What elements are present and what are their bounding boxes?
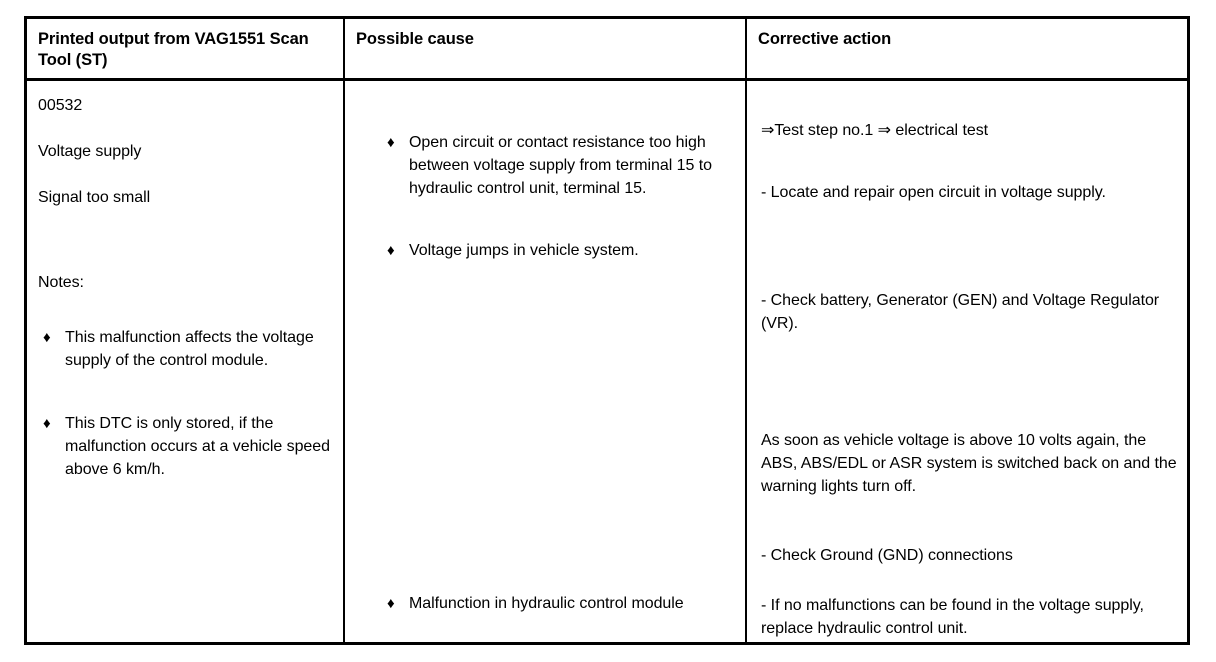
action-item: - Check battery, Generator (GEN) and Vol…	[761, 292, 1160, 332]
cell-corrective-action: ⇒Test step no.1 ⇒ electrical test - Loca…	[745, 81, 1190, 642]
note-item: ♦ This DTC is only stored, if the malfun…	[43, 412, 350, 481]
column-header-possible-cause: Possible cause	[343, 19, 745, 78]
table-body-row: 00532 Voltage supply Signal too small No…	[27, 81, 1187, 642]
note-item-text: This DTC is only stored, if the malfunct…	[65, 415, 330, 478]
cause-item-text: Voltage jumps in vehicle system.	[409, 242, 639, 259]
action-item: - Locate and repair open circuit in volt…	[761, 184, 1106, 201]
diamond-bullet-icon: ♦	[387, 134, 395, 151]
notes-label: Notes:	[38, 274, 84, 291]
dtc-fault-name: Voltage supply	[38, 143, 142, 160]
column-header-corrective-action: Corrective action	[745, 19, 1190, 78]
action-note: As soon as vehicle voltage is above 10 v…	[761, 432, 1177, 495]
cell-printed-output: 00532 Voltage supply Signal too small No…	[27, 81, 343, 642]
diamond-bullet-icon: ♦	[387, 595, 395, 612]
dtc-fault-detail: Signal too small	[38, 189, 151, 206]
table-header-row: Printed output from VAG1551 Scan Tool (S…	[27, 19, 1187, 81]
action-test-step: ⇒Test step no.1 ⇒ electrical test	[761, 122, 989, 139]
action-item: - If no malfunctions can be found in the…	[761, 597, 1144, 637]
diamond-bullet-icon: ♦	[387, 242, 395, 259]
cause-item-text: Open circuit or contact resistance too h…	[409, 134, 712, 197]
column-header-printed-output: Printed output from VAG1551 Scan Tool (S…	[27, 19, 343, 78]
cell-possible-cause: ♦ Open circuit or contact resistance too…	[343, 81, 745, 642]
cause-item: ♦ Open circuit or contact resistance too…	[387, 131, 754, 200]
dtc-code: 00532	[38, 97, 83, 114]
cause-item: ♦ Voltage jumps in vehicle system.	[387, 239, 754, 262]
cause-item-text: Malfunction in hydraulic control module	[409, 595, 684, 612]
dtc-table: Printed output from VAG1551 Scan Tool (S…	[24, 16, 1190, 645]
column-header-possible-cause-label: Possible cause	[356, 30, 474, 48]
diamond-bullet-icon: ♦	[43, 415, 51, 432]
note-item-text: This malfunction affects the voltage sup…	[65, 329, 314, 369]
column-header-printed-output-label: Printed output from VAG1551 Scan Tool (S…	[38, 30, 309, 69]
note-item: ♦ This malfunction affects the voltage s…	[43, 326, 350, 372]
cause-item: ♦ Malfunction in hydraulic control modul…	[387, 592, 754, 615]
column-header-corrective-action-label: Corrective action	[758, 30, 892, 48]
diamond-bullet-icon: ♦	[43, 329, 51, 346]
action-item: - Check Ground (GND) connections	[761, 547, 1013, 564]
